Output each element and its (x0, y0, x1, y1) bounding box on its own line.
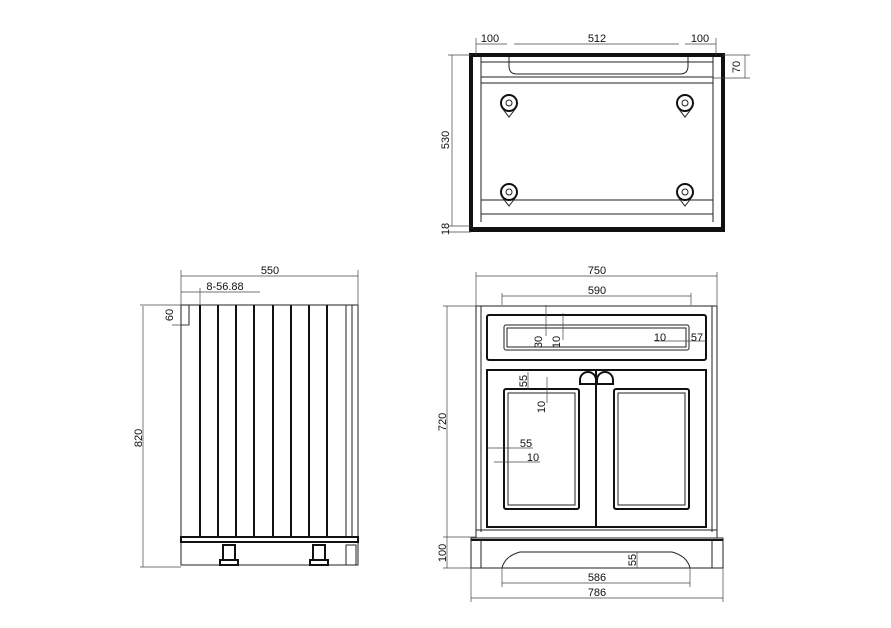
dim-right-offset: 100 (691, 33, 709, 45)
dim-drawer-inset: 10 (551, 336, 563, 348)
plinth (470, 537, 724, 569)
leg-fixing-icon (676, 183, 694, 207)
dim-body-width: 750 (588, 265, 606, 277)
dim-drawer-top: 30 (533, 336, 545, 348)
dim-door-side: 55 (520, 438, 532, 450)
dim-depth: 530 (440, 131, 452, 149)
door-panel-left (503, 388, 580, 510)
dim-grooves: 8-56.88 (206, 281, 243, 293)
leg-fixing-icon (676, 94, 694, 118)
front-view: 750 590 30 10 10 57 55 10 55 10 720 100 … (437, 265, 724, 602)
drawer-front (486, 314, 707, 361)
top-view: 100 512 100 70 530 18 (440, 33, 750, 235)
top-outline (469, 53, 725, 232)
dim-handle-span: 512 (588, 33, 606, 45)
dim-arch-width: 586 (588, 572, 606, 584)
dim-arch-height: 55 (627, 554, 639, 566)
knob-icon (596, 371, 614, 385)
leg-fixing-icon (500, 183, 518, 207)
dim-drawer-height: 57 (691, 332, 703, 344)
knob-icon (579, 371, 597, 385)
dim-left-offset: 100 (481, 33, 499, 45)
dim-rail: 70 (731, 61, 743, 73)
dim-plinth-height: 100 (437, 544, 449, 562)
side-view: 550 8-56.88 60 820 (133, 265, 359, 568)
dim-top-span: 590 (588, 285, 606, 297)
dim-thickness: 18 (440, 223, 452, 235)
side-outline (180, 304, 359, 566)
dim-drawer-side: 10 (654, 332, 666, 344)
plinth-arch (501, 551, 691, 569)
leg-fixing-icon (500, 94, 518, 118)
dim-side-depth: 550 (261, 265, 279, 277)
dim-door-side-inset: 10 (527, 452, 539, 464)
dim-top-rail: 60 (164, 309, 176, 321)
dim-body-height: 720 (437, 413, 449, 431)
dim-door-inset: 10 (536, 401, 548, 413)
dim-door-top: 55 (518, 375, 530, 387)
door-panel-right (613, 388, 690, 510)
handle-cutout (508, 57, 689, 75)
dim-side-height: 820 (133, 429, 145, 447)
dim-overall-width: 786 (588, 587, 606, 599)
